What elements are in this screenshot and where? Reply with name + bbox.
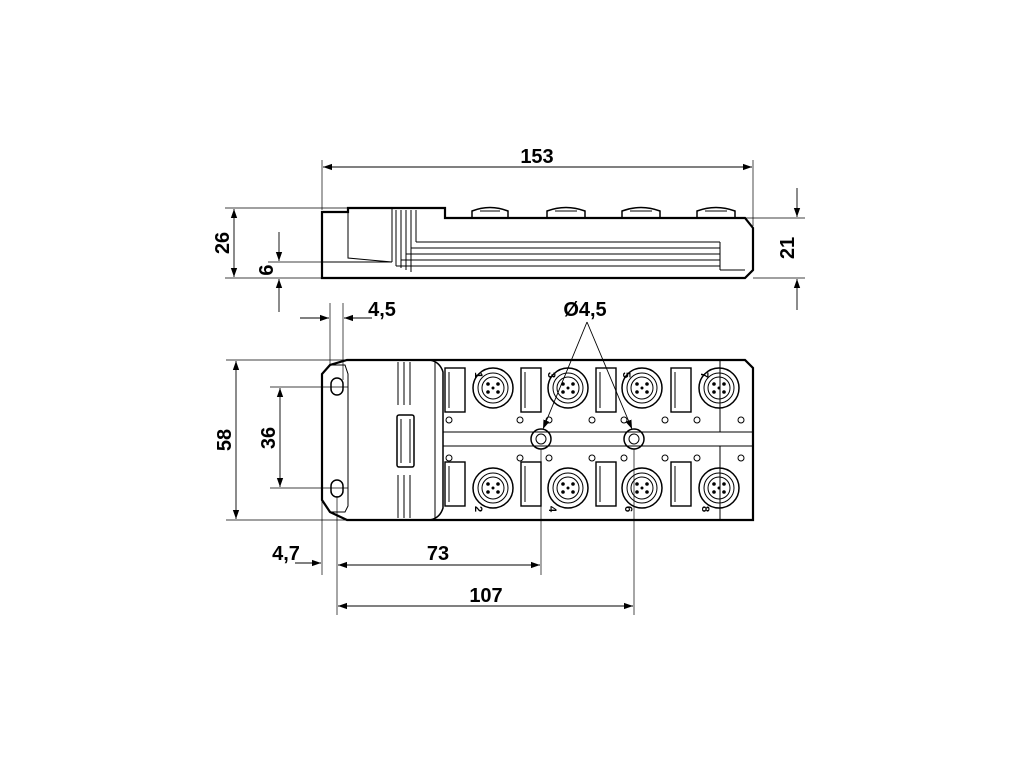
socket-7: [698, 367, 740, 409]
dimension-4-7: 4,7: [272, 496, 338, 615]
side-view-connector-caps: [471, 206, 736, 218]
socket-2: [472, 467, 514, 509]
front-view-housing: [320, 358, 755, 522]
dimension-107: 107: [338, 449, 635, 615]
dimension-107-label: 107: [469, 585, 502, 607]
dimension-6: 6: [256, 232, 322, 312]
port-number-3: 3: [545, 372, 557, 378]
head-ribs: [396, 362, 415, 518]
port-number-2: 2: [472, 506, 484, 512]
dimension-58-label: 58: [214, 429, 236, 451]
dimension-153-label: 153: [520, 146, 553, 168]
dimension-153: 153: [321, 146, 754, 226]
dimension-26: 26: [212, 207, 348, 279]
dimension-4-5: 4,5: [300, 299, 396, 380]
dimension-26-label: 26: [212, 232, 234, 254]
side-view: [320, 206, 755, 280]
dimension-21: 21: [745, 188, 805, 310]
port-number-8: 8: [699, 506, 711, 512]
dimension-73-label: 73: [427, 543, 449, 565]
led-indicators: [445, 416, 745, 462]
dimension-73: 73: [338, 449, 542, 575]
dimension-36: 36: [258, 386, 348, 489]
dimension-21-label: 21: [777, 237, 799, 259]
side-view-housing: [320, 206, 755, 280]
dimension-58: 58: [214, 359, 347, 521]
port-number-6: 6: [622, 506, 634, 512]
dimension-4-5-label: 4,5: [368, 299, 396, 321]
socket-1: [472, 367, 514, 409]
dimension-4-7-label: 4,7: [272, 543, 300, 565]
front-view: 1 3 5 7 2 4 6 8: [320, 358, 755, 522]
port-number-7: 7: [698, 372, 710, 378]
mounting-hole-top: [330, 377, 344, 396]
port-number-1: 1: [472, 372, 484, 378]
dimension-diameter: Ø4,5: [542, 299, 633, 430]
dimension-36-label: 36: [258, 427, 280, 449]
dimension-diameter-label: Ø4,5: [563, 299, 606, 321]
port-number-4: 4: [546, 506, 558, 513]
socket-6: [621, 467, 663, 509]
socket-4: [547, 467, 589, 509]
socket-5: [621, 367, 663, 409]
dimension-6-label: 6: [256, 264, 278, 275]
label-holders: [444, 367, 692, 507]
socket-8: [698, 467, 740, 509]
side-view-label-lines: [395, 210, 745, 272]
port-numbers: 1 3 5 7 2 4 6 8: [472, 372, 711, 513]
port-number-5: 5: [620, 372, 632, 378]
